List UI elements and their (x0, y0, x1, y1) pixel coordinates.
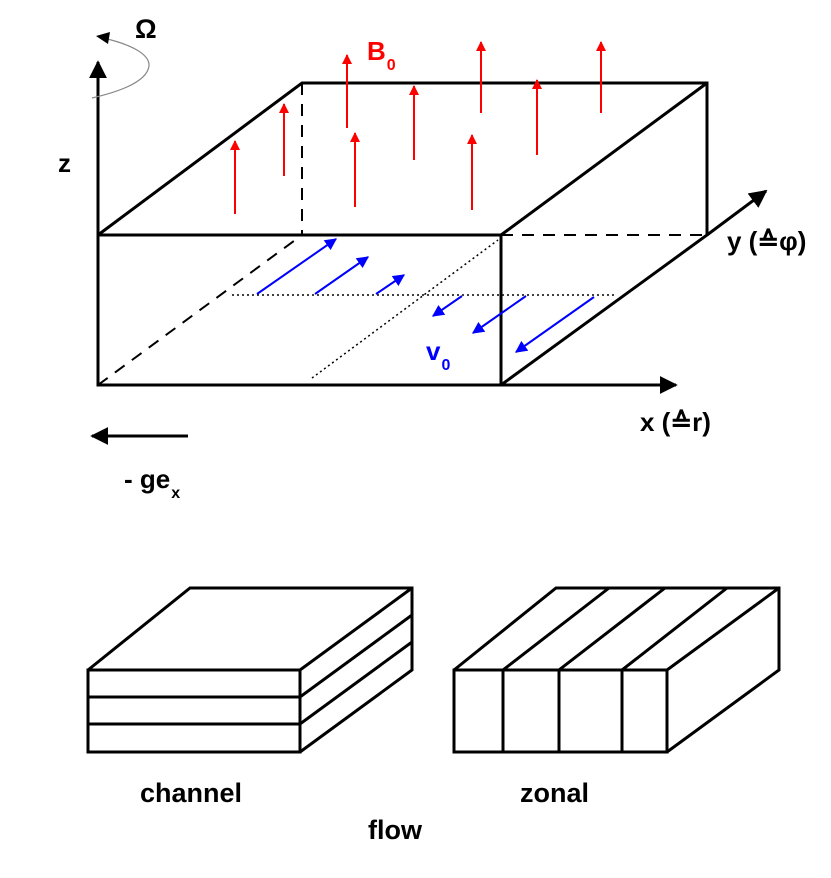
channel-layer-line (88, 613, 413, 699)
flow-velocity-symbol: v (426, 336, 441, 366)
flow-velocity-subscript: 0 (441, 357, 451, 374)
x-axis-label: x (≙r) (640, 407, 711, 437)
flow-arrow-negative (515, 296, 595, 353)
box-front-face (96, 233, 503, 387)
channel-front-face (86, 668, 302, 754)
z-axis-label: z (58, 148, 71, 178)
rotation-arrowhead (96, 32, 110, 44)
flow-arrow-positive (256, 238, 337, 295)
zonal-band-line (501, 586, 610, 752)
flow-velocity-label: v0 (426, 338, 450, 374)
magnetic-field-arrows (230, 41, 606, 214)
gravity-label: - gex (124, 466, 180, 502)
y-axis-label: y (≙φ) (727, 226, 807, 256)
channel-top-right-edge (299, 586, 413, 672)
channel-layer-line (88, 640, 413, 726)
main-box (96, 81, 709, 387)
rotation-symbol (91, 32, 150, 99)
flow-arrow-negative (472, 295, 527, 334)
y-axis-arrow (706, 189, 768, 237)
zonal-box (452, 586, 781, 754)
zonal-band-line (620, 586, 728, 752)
axes (89, 60, 768, 445)
gravity-subscript: x (171, 485, 181, 502)
field-label: B0 (367, 38, 396, 74)
hidden-edges (97, 83, 707, 386)
flow-arrow-positive (375, 274, 405, 295)
channel-box (86, 586, 414, 754)
rotation-curve (91, 37, 150, 99)
zonal-top-right-edge (666, 586, 780, 672)
gravity-symbol: - ge (124, 464, 171, 494)
zonal-band-line (557, 586, 666, 752)
hidden-diagonal-edge (97, 234, 303, 386)
zonal-mode-label: zonal (520, 778, 590, 808)
flow-caption: flow (368, 815, 422, 845)
field-subscript: 0 (386, 57, 396, 74)
field-symbol: B (367, 36, 386, 66)
dotted-diagonal-guide (311, 239, 499, 379)
box-top-right-edge (500, 81, 708, 237)
flow-arrow-negative (432, 295, 463, 317)
dotted-guides (232, 239, 615, 379)
flow-arrow-positive (314, 256, 369, 295)
omega-label: Ω (135, 14, 157, 44)
channel-mode-label: channel (140, 778, 243, 808)
shear-flow-arrows (256, 238, 595, 353)
